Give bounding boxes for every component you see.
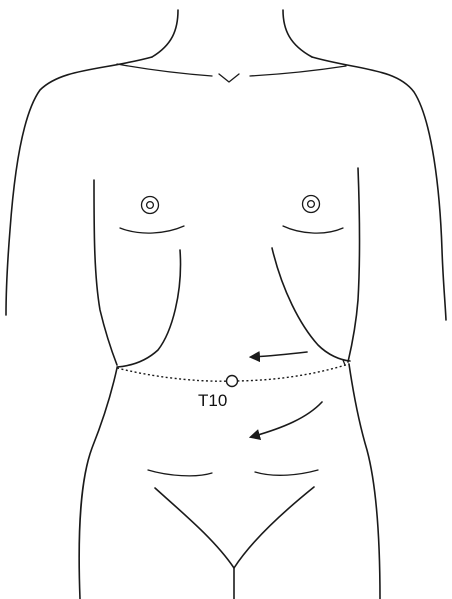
rib-margins <box>117 248 350 367</box>
right-nipple <box>303 196 320 213</box>
neck-outline <box>152 10 312 57</box>
arrows <box>251 352 322 437</box>
abdomen-and-hips <box>79 364 380 599</box>
left-nipple <box>142 197 159 214</box>
left-pectoral-line <box>120 226 184 233</box>
left-shoulder-arm-outline <box>6 57 152 315</box>
left-hip-line <box>79 368 117 599</box>
left-iliac-line <box>148 470 212 476</box>
right-pectoral-line <box>283 226 343 233</box>
right-shoulder-arm-outline <box>312 57 446 320</box>
neck-left-line <box>152 10 178 57</box>
right-hip-line <box>349 364 380 599</box>
dermatome-band: T10 <box>117 364 349 410</box>
right-clavicle-line <box>250 66 346 76</box>
right-iliac-line <box>255 470 318 475</box>
dermatome-label: T10 <box>198 391 227 410</box>
right-costal-margin <box>272 248 350 361</box>
lower-arrow <box>251 402 322 437</box>
upper-arrow <box>251 352 307 357</box>
neck-right-line <box>283 10 312 57</box>
clavicles <box>117 64 346 82</box>
nipples <box>120 196 343 234</box>
shoulders-and-arms <box>6 57 446 365</box>
left-clavicle-line <box>117 64 212 76</box>
left-inner-arm-line <box>94 180 117 365</box>
umbilicus-marker <box>227 376 238 387</box>
sternal-notch <box>219 74 239 82</box>
right-inner-arm-line <box>348 168 360 362</box>
inguinal-v-line <box>155 487 314 568</box>
left-costal-margin <box>117 250 180 367</box>
